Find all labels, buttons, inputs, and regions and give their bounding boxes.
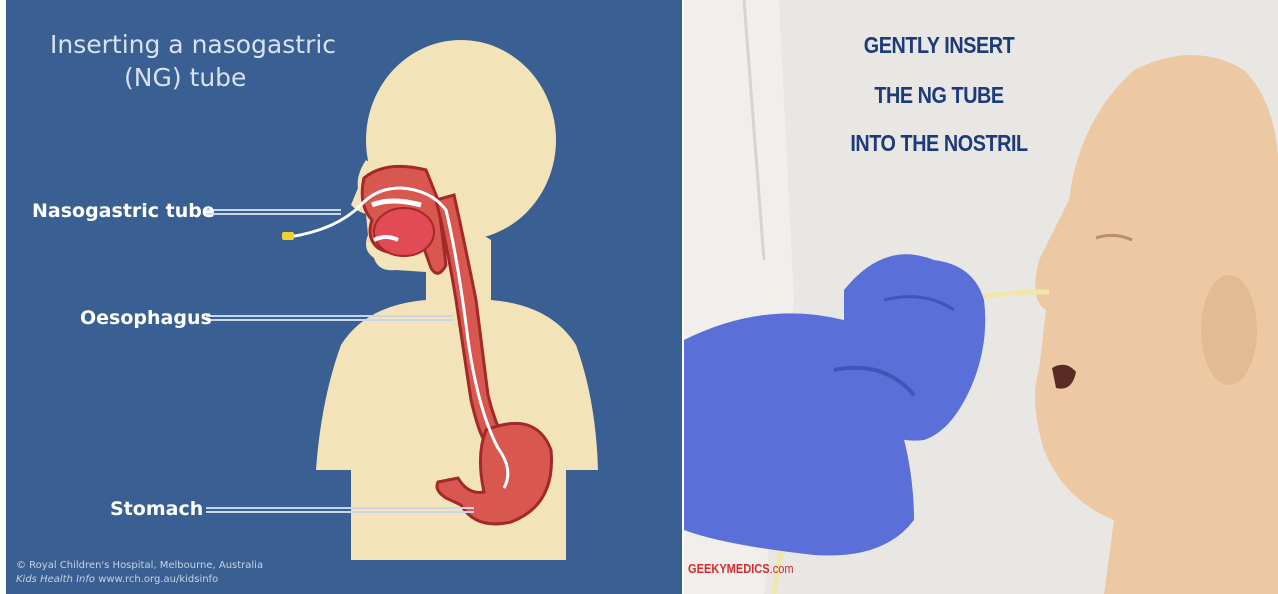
ng-tube-tip-shape — [282, 232, 294, 240]
ng-tube-diagram-panel: Inserting a nasogastric (NG) tube Nasoga… — [6, 0, 682, 594]
diagram-title-line1: Inserting a nasogastric — [50, 30, 336, 59]
diagram-title-line2: (NG) tube — [124, 63, 246, 92]
credit-line2: Kids Health Info www.rch.org.au/kidsinfo — [16, 574, 218, 585]
photo-caption-line3: INTO THE NOSTRIL — [832, 130, 1047, 157]
label-oesophagus: Oesophagus — [80, 307, 212, 329]
brand-name: GEEKYMEDICS — [688, 561, 770, 576]
mannequin-head — [1035, 55, 1278, 594]
credit-url: www.rch.org.au/kidsinfo — [95, 574, 218, 585]
photo-caption-line1: GENTLY INSERT — [832, 32, 1047, 59]
photo-caption-line2: THE NG TUBE — [832, 82, 1047, 109]
label-stomach: Stomach — [110, 498, 203, 520]
credit-kids-health-info: Kids Health Info — [16, 574, 95, 585]
diagram-illustration — [6, 0, 682, 594]
credit-line1: © Royal Children's Hospital, Melbourne, … — [16, 560, 263, 571]
label-nasogastric-tube: Nasogastric tube — [32, 200, 215, 222]
ng-tube-photo-panel: GENTLY INSERT THE NG TUBE INTO THE NOSTR… — [684, 0, 1278, 594]
brand-suffix: .com — [770, 561, 794, 576]
geekymedics-watermark: GEEKYMEDICS.com — [688, 561, 794, 576]
